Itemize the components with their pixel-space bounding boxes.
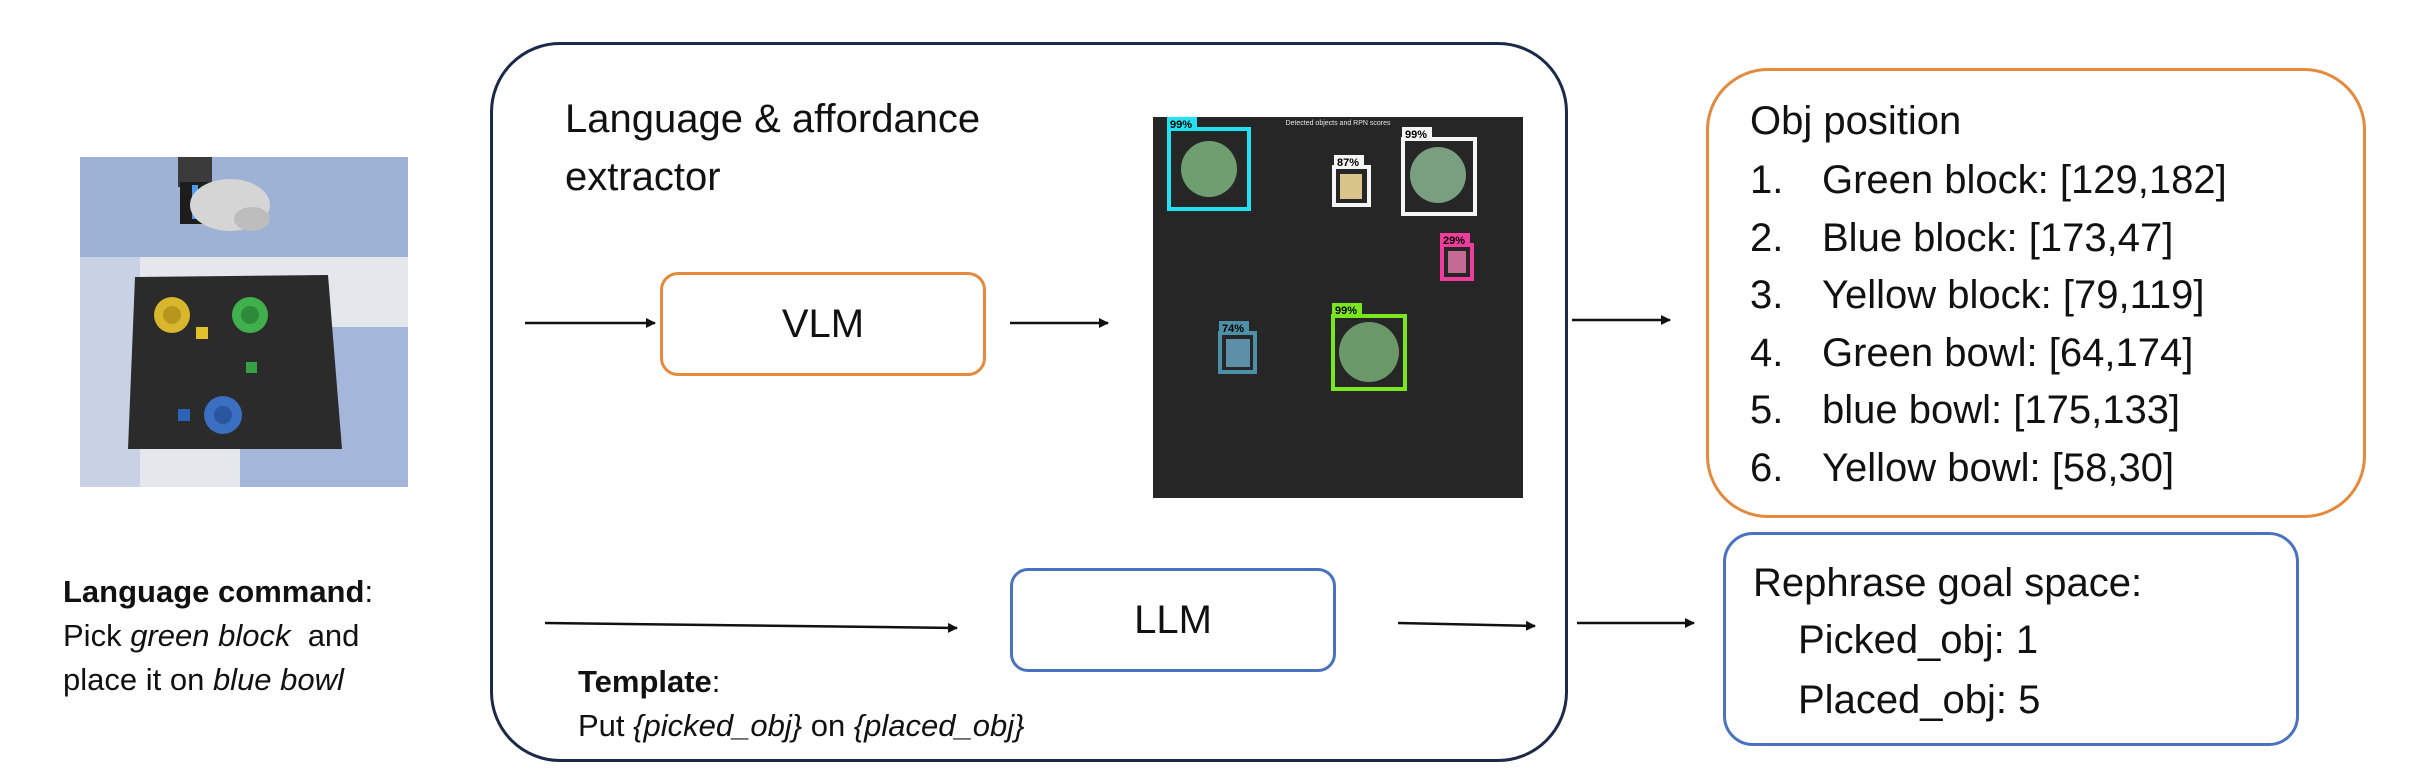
detection-image: Detected objects and RPN scores 99% 87% … (1153, 117, 1523, 498)
list-item: 5. blue bowl: [175,133] (1750, 382, 2227, 440)
command-picked-object: green block (130, 618, 291, 653)
list-item-text: Green block: [129,182] (1822, 158, 2227, 202)
command-placed-object: blue bowl (212, 662, 344, 697)
extractor-title-line-1: Language & affordance (565, 97, 981, 141)
list-item: 4. Green bowl: [64,174] (1750, 325, 2227, 383)
detection-box-yellow-bowl (1401, 137, 1477, 216)
detection-score-5: 74% (1222, 323, 1244, 335)
list-item-text: blue bowl: [175,133] (1822, 388, 2181, 432)
detection-score-4: 29% (1443, 235, 1465, 247)
template-mid: on (802, 708, 854, 743)
vlm-node: VLM (660, 272, 986, 376)
list-item-text: Yellow block: [79,119] (1822, 273, 2205, 317)
detection-score-1: 99% (1170, 119, 1192, 131)
template-colon: : (711, 664, 721, 699)
extractor-title-line-2: extractor (565, 155, 721, 199)
list-item-number: 6. (1750, 445, 1784, 490)
list-item-number: 3. (1750, 273, 1784, 317)
obj-position-list: 1. Green block: [129,182] 2. Blue block: [… (1750, 152, 2227, 497)
list-item-number: 5. (1750, 388, 1784, 432)
template-picked-slot: {picked_obj} (633, 708, 803, 743)
list-item: 1. Green block: [129,182] (1750, 152, 2227, 210)
list-item: 2. Blue block: [173,47] (1750, 210, 2227, 268)
extractor-title: Language & affordance extractor (565, 90, 1125, 206)
detection-score-2: 87% (1337, 157, 1359, 169)
list-item-number: 1. (1750, 158, 1784, 202)
goal-space-box (1723, 532, 2299, 746)
list-item-text: Blue block: [173,47] (1822, 215, 2174, 260)
list-item-number: 2. (1750, 215, 1784, 260)
goal-picked-obj: Picked_obj: 1 (1798, 618, 2039, 662)
obj-position-box (1706, 68, 2366, 518)
detection-score-6: 99% (1335, 305, 1357, 317)
command-text-3: place it on (63, 662, 213, 697)
detection-box-blue-bowl (1331, 314, 1407, 391)
goal-space-title: Rephrase goal space: (1753, 561, 2143, 605)
list-item-text: Green bowl: [64,174] (1822, 330, 2194, 375)
obj-position-title: Obj position (1750, 99, 1962, 143)
detection-caption: Detected objects and RPN scores (1285, 120, 1391, 127)
detection-score-3: 99% (1405, 129, 1427, 141)
template-label: Template (578, 664, 712, 699)
language-command-label: Language command (63, 574, 365, 609)
command-text-1: Pick (63, 618, 131, 653)
list-item-text: Yellow bowl: [58,30] (1822, 445, 2175, 490)
detection-box-green-bowl (1167, 127, 1251, 211)
llm-node: LLM (1010, 568, 1336, 672)
list-item-number: 4. (1750, 330, 1784, 375)
template-prefix: Put (578, 708, 634, 743)
template-text: Template: Put {picked_obj} on {placed_ob… (578, 660, 1178, 748)
vlm-label: VLM (781, 301, 865, 346)
llm-label: LLM (1134, 597, 1212, 642)
goal-placed-obj: Placed_obj: 5 (1798, 678, 2041, 722)
list-item: 3. Yellow block: [79,119] (1750, 267, 2227, 325)
robot-scene-image (80, 157, 408, 487)
template-placed-slot: {placed_obj} (853, 708, 1025, 743)
extractor-container (490, 42, 1568, 762)
command-text-2: and (290, 618, 360, 653)
language-command: Language command: Pick green block and p… (63, 570, 443, 702)
list-item: 6. Yellow bowl: [58,30] (1750, 440, 2227, 498)
language-command-colon: : (364, 574, 374, 609)
